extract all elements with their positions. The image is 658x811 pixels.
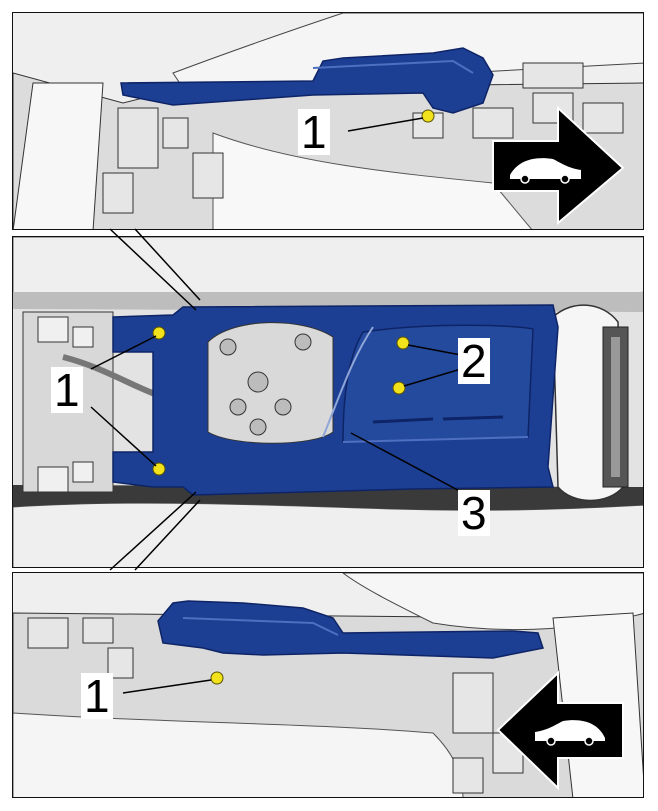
overview-panel-middle: 1 2 3 — [12, 236, 644, 568]
callout-top-screw: 1 — [298, 109, 330, 155]
car-arrow-right-icon — [492, 105, 625, 226]
bottom-detail-drawing — [13, 573, 643, 797]
callout-left-screws: 1 — [51, 367, 83, 413]
screw-tray-lower — [392, 381, 406, 395]
callout-console: 3 — [458, 490, 490, 536]
screw-tray-upper — [396, 336, 410, 350]
callout-tray-screws: 2 — [458, 338, 490, 384]
screw-bottom — [210, 671, 224, 685]
car-arrow-left-icon — [496, 670, 624, 791]
detail-panel-bottom: 1 — [12, 572, 644, 798]
screw-top — [421, 109, 435, 123]
detail-panel-top: 1 — [12, 12, 644, 230]
callout-bottom-screw: 1 — [81, 673, 113, 719]
middle-overview-drawing — [13, 237, 643, 567]
blue-trim-part-bottom — [157, 600, 544, 659]
